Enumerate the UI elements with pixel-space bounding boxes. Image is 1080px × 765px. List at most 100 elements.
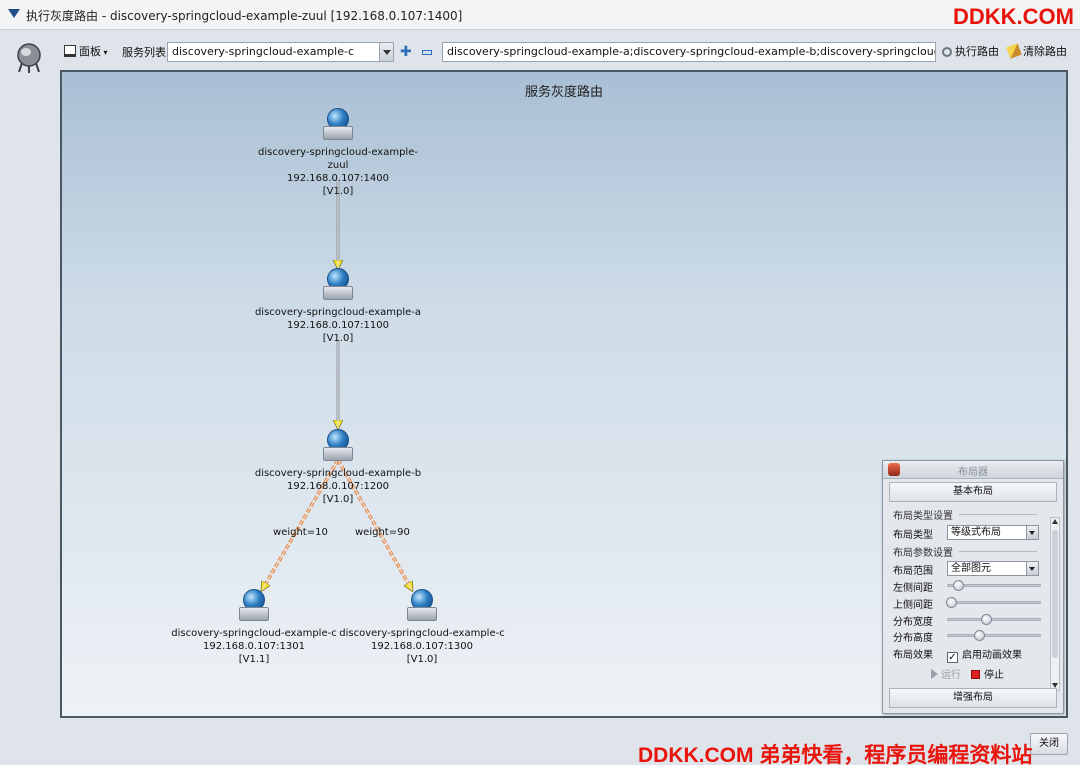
panel-menu-label: 面板: [79, 45, 101, 58]
node-address: 192.168.0.107:1100: [287, 320, 389, 331]
node-name: discovery-springcloud-example-zuul: [258, 147, 418, 171]
chevron-down-icon: [379, 43, 393, 61]
node-name: discovery-springcloud-example-a: [254, 307, 422, 318]
panel-menu-button[interactable]: 面板 ▾: [64, 42, 108, 62]
dropdown-arrow-icon: ▾: [101, 48, 108, 57]
param-section-title: 布局参数设置: [893, 548, 953, 559]
effect-label: 布局效果: [893, 650, 933, 661]
layout-range-label: 布局范围: [893, 566, 933, 577]
server-globe-icon: [321, 268, 355, 304]
layout-range-value: 全部图元: [951, 563, 991, 574]
server-globe-icon: [237, 589, 271, 625]
remove-route-button[interactable]: [422, 42, 432, 62]
layout-type-label: 布局类型: [893, 530, 933, 541]
service-select[interactable]: discovery-springcloud-example-c: [167, 42, 394, 62]
service-select-value: discovery-springcloud-example-c: [172, 45, 354, 58]
service-list-label: 服务列表: [122, 46, 166, 59]
app-menu-icon[interactable]: [8, 9, 20, 18]
execute-route-button[interactable]: 执行路由: [942, 42, 999, 62]
watermark-top: DDKK.COM: [953, 4, 1074, 29]
minus-icon: [422, 50, 432, 55]
top-gap-slider[interactable]: [945, 596, 1041, 608]
node-version: [V1.0]: [322, 333, 354, 344]
node-name: discovery-springcloud-example-c: [171, 628, 337, 639]
stop-label: 停止: [984, 670, 1004, 681]
scroll-up-icon[interactable]: [1052, 519, 1058, 524]
layout-panel-scrollbar[interactable]: [1050, 517, 1060, 691]
watermark-bottom: DDKK.COM 弟弟快看，程序员编程资料站: [638, 744, 1033, 765]
width-label: 分布宽度: [893, 617, 933, 628]
height-label: 分布高度: [893, 633, 933, 644]
stop-icon: [971, 670, 980, 679]
service-node-zuul[interactable]: discovery-springcloud-example-zuul 192.1…: [248, 108, 428, 198]
run-button[interactable]: 运行: [931, 666, 961, 681]
service-node-c-1301[interactable]: discovery-springcloud-example-c 192.168.…: [164, 589, 344, 666]
section-divider: [959, 514, 1037, 515]
app-logo-icon: [14, 42, 44, 73]
route-input-value: discovery-springcloud-example-a;discover…: [447, 45, 935, 58]
type-section-title: 布局类型设置: [893, 511, 953, 522]
window-titlebar: 执行灰度路由 - discovery-springcloud-example-z…: [0, 0, 1080, 30]
window-title: 执行灰度路由 - discovery-springcloud-example-z…: [26, 9, 463, 23]
node-name: discovery-springcloud-example-b: [254, 468, 422, 479]
node-version: [V1.1]: [238, 654, 270, 665]
route-link-icon: [942, 47, 952, 57]
plus-icon: ✚: [400, 44, 412, 60]
node-address: 192.168.0.107:1300: [371, 641, 473, 652]
edge-weight-label: weight=10: [273, 527, 328, 538]
server-globe-icon: [321, 108, 355, 144]
layout-type-value: 等级式布局: [951, 527, 1001, 538]
node-address: 192.168.0.107:1400: [287, 173, 389, 184]
close-button[interactable]: 关闭: [1030, 733, 1068, 755]
top-gap-label: 上侧间距: [893, 600, 933, 611]
chevron-down-icon: [1026, 526, 1038, 539]
scroll-thumb[interactable]: [1052, 530, 1058, 658]
layout-panel: 布局器 基本布局 布局类型设置 布局类型 等级式布局 布局参数设置 布局范围 全…: [882, 460, 1064, 714]
play-icon: [931, 669, 938, 679]
slider-thumb[interactable]: [973, 630, 985, 641]
scroll-down-icon[interactable]: [1052, 683, 1058, 688]
slider-thumb[interactable]: [945, 597, 957, 608]
server-globe-icon: [321, 429, 355, 465]
tab-basic-layout[interactable]: 基本布局: [889, 482, 1057, 502]
slider-thumb[interactable]: [981, 614, 993, 625]
animation-checkbox[interactable]: ✓ 启用动画效果: [947, 646, 1022, 663]
server-globe-icon: [405, 589, 439, 625]
layout-panel-header[interactable]: 布局器: [883, 461, 1063, 479]
eraser-icon: [1006, 43, 1022, 59]
node-version: [V1.0]: [322, 186, 354, 197]
node-address: 192.168.0.107:1200: [287, 481, 389, 492]
layout-type-select[interactable]: 等级式布局: [947, 525, 1039, 540]
node-address: 192.168.0.107:1301: [203, 641, 305, 652]
node-version: [V1.0]: [406, 654, 438, 665]
clear-route-label: 清除路由: [1023, 45, 1067, 58]
run-label: 运行: [941, 670, 961, 681]
animation-label: 启用动画效果: [962, 650, 1022, 661]
tab-enhanced-layout[interactable]: 增强布局: [889, 688, 1057, 708]
service-node-b[interactable]: discovery-springcloud-example-b 192.168.…: [248, 429, 428, 506]
edge-layer: [260, 180, 414, 716]
layout-panel-icon: [888, 463, 900, 476]
stop-button[interactable]: 停止: [971, 666, 1004, 681]
edge-weight-label: weight=90: [355, 527, 410, 538]
height-slider[interactable]: [947, 629, 1041, 641]
clear-route-button[interactable]: 清除路由: [1006, 42, 1067, 62]
width-slider[interactable]: [947, 613, 1041, 625]
node-version: [V1.0]: [322, 494, 354, 505]
slider-thumb[interactable]: [953, 580, 965, 591]
node-name: discovery-springcloud-example-c: [339, 628, 505, 639]
toolbar: 面板 ▾ 服务列表 discovery-springcloud-example-…: [62, 40, 1072, 64]
section-divider: [959, 551, 1037, 552]
service-node-a[interactable]: discovery-springcloud-example-a 192.168.…: [248, 268, 428, 345]
checkbox-check-icon: ✓: [947, 652, 958, 663]
chevron-down-icon: [1026, 562, 1038, 575]
add-route-button[interactable]: ✚: [400, 42, 412, 62]
panel-icon: [64, 45, 76, 57]
layout-range-select[interactable]: 全部图元: [947, 561, 1039, 576]
left-gap-slider[interactable]: [947, 579, 1041, 591]
canvas-title: 服务灰度路由: [524, 85, 603, 100]
left-gap-label: 左侧间距: [893, 583, 933, 594]
layout-panel-title: 布局器: [958, 467, 988, 478]
route-input[interactable]: discovery-springcloud-example-a;discover…: [442, 42, 936, 62]
service-node-c-1300[interactable]: discovery-springcloud-example-c 192.168.…: [332, 589, 512, 666]
